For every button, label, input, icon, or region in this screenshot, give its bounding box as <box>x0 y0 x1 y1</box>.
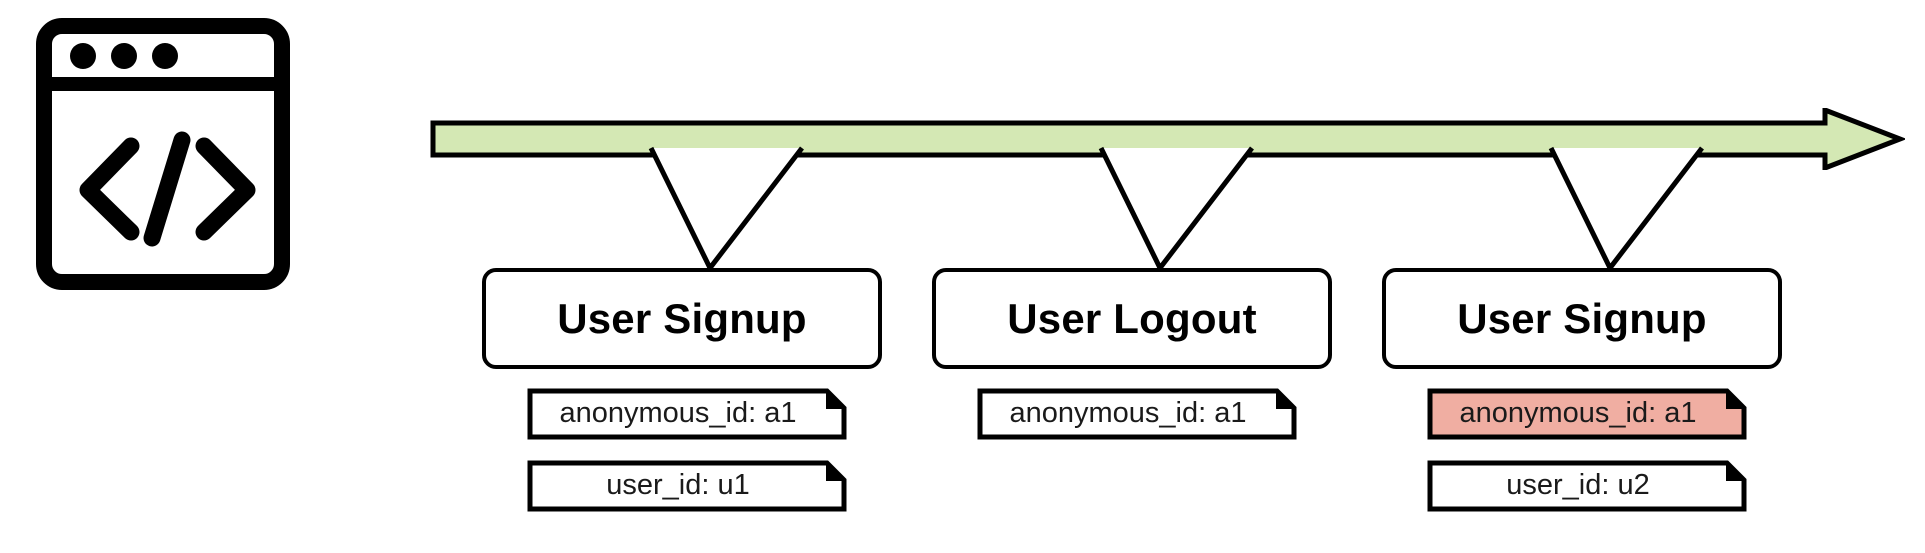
note-dogear <box>1276 388 1297 409</box>
event-1-note-anonymous-id-label: anonymous_id: a1 <box>559 396 797 429</box>
note-dogear <box>826 388 847 409</box>
event-timeline-arrow <box>430 108 1905 170</box>
event-1-note-anonymous-id[interactable]: anonymous_id: a1 <box>527 388 847 440</box>
event-2-note-anonymous-id-label: anonymous_id: a1 <box>1009 396 1247 429</box>
event-box-3[interactable]: User Signup <box>1382 268 1782 369</box>
note-shape <box>1427 388 1747 440</box>
event-3-note-user-id-label: user_id: u2 <box>1506 468 1650 501</box>
note-shape <box>527 460 847 512</box>
window-dot-3 <box>152 43 178 69</box>
event-title-1: User Signup <box>557 294 807 342</box>
angle-bracket-left-icon <box>79 137 140 241</box>
window-dot-1 <box>70 43 96 69</box>
window-dot-2 <box>111 43 137 69</box>
note-dogear <box>1726 460 1747 481</box>
event-1-note-user-id-label: user_id: u1 <box>606 468 750 501</box>
timeline-arrow-shape <box>430 108 1905 170</box>
note-dogear <box>1726 388 1747 409</box>
event-3-note-anonymous-id[interactable]: anonymous_id: a1 <box>1427 388 1747 440</box>
event-1-note-user-id[interactable]: user_id: u1 <box>527 460 847 512</box>
event-box-2[interactable]: User Logout <box>932 268 1332 369</box>
event-title-3: User Signup <box>1457 294 1707 342</box>
event-box-1[interactable]: User Signup <box>482 268 882 369</box>
code-window-icon <box>36 18 290 290</box>
event-title-2: User Logout <box>1007 294 1257 342</box>
angle-bracket-right-icon <box>195 137 256 241</box>
event-3-note-user-id[interactable]: user_id: u2 <box>1427 460 1747 512</box>
event-3-note-anonymous-id-label: anonymous_id: a1 <box>1459 396 1697 429</box>
note-dogear <box>826 460 847 481</box>
note-shape <box>1427 460 1747 512</box>
note-shape <box>527 388 847 440</box>
slash-icon <box>143 131 191 247</box>
note-shape <box>977 388 1297 440</box>
event-2-note-anonymous-id[interactable]: anonymous_id: a1 <box>977 388 1297 440</box>
